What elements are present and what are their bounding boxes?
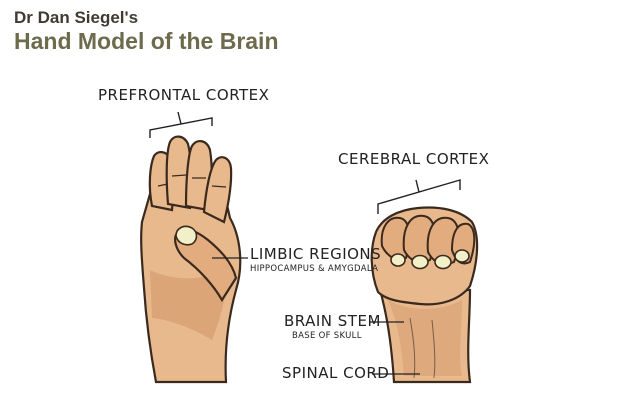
prefrontal-bracket <box>150 112 212 138</box>
label-spinal-cord: SPINAL CORD <box>282 364 389 382</box>
label-brain-stem-detail: BASE OF SKULL <box>292 331 362 341</box>
fist-nail-3 <box>435 256 451 269</box>
label-prefrontal-cortex: PREFRONTAL CORTEX <box>98 86 269 104</box>
label-limbic-detail: HIPPOCAMPUS & AMYGDALA <box>250 264 378 274</box>
open-hand <box>141 137 240 382</box>
label-limbic-regions: LIMBIC REGIONS <box>250 245 381 263</box>
fist-nail-1 <box>391 254 405 266</box>
label-cerebral-cortex: CEREBRAL CORTEX <box>338 150 489 168</box>
label-brain-stem: BRAIN STEM <box>284 312 381 330</box>
open-hand-thumbnail <box>176 226 197 244</box>
fist-nail-4 <box>455 250 469 262</box>
fist-nail-2 <box>412 256 428 269</box>
fist-hand <box>372 208 477 382</box>
